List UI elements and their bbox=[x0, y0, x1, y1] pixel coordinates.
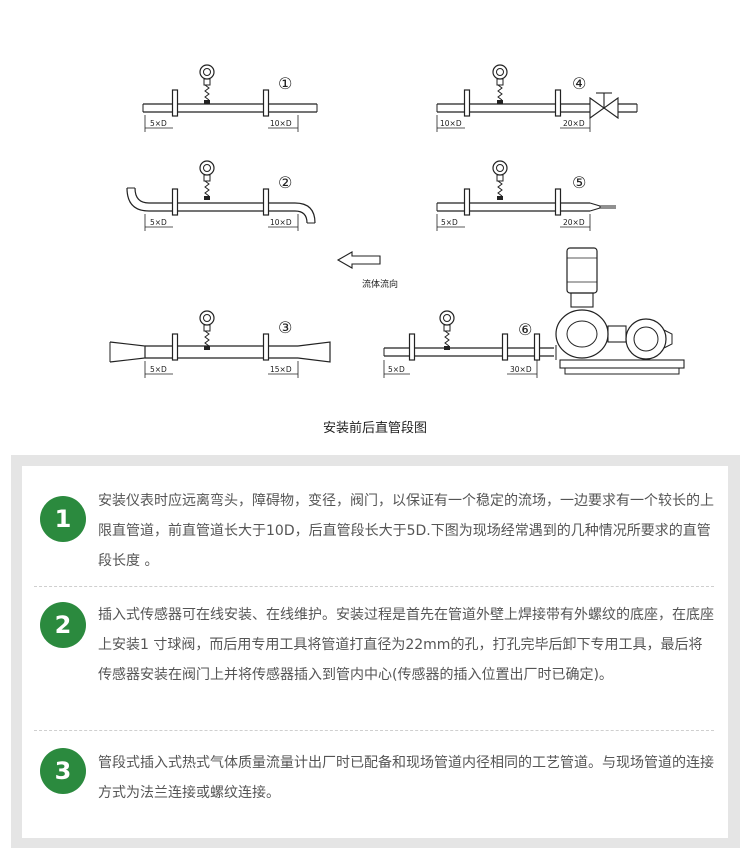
figure-1-upstream-label: 5×D bbox=[150, 119, 167, 128]
figure-3-number: ③ bbox=[278, 318, 292, 337]
figure-2-downstream-label: 10×D bbox=[270, 218, 292, 227]
note-text-2: 插入式传感器可在线安装、在线维护。安装过程是首先在管道外壁上焊接带有外螺纹的底座… bbox=[98, 607, 714, 683]
figure-6-number: ⑥ bbox=[518, 320, 532, 339]
figure-4-number: ④ bbox=[572, 74, 586, 93]
note-badge-3: 3 bbox=[40, 748, 86, 794]
figure-2-upstream-label: 5×D bbox=[150, 218, 167, 227]
straight-pipe-installation-diagram: 5×D 10×D ① 5×D 10×D ② bbox=[109, 64, 685, 378]
figure-5-downstream-label: 20×D bbox=[563, 218, 585, 227]
figure-1-downstream-label: 10×D bbox=[270, 119, 292, 128]
note-divider-2 bbox=[34, 730, 714, 731]
note-badge-1: 1 bbox=[40, 496, 86, 542]
figure-6-downstream-label: 30×D bbox=[510, 365, 532, 374]
figure-5-number: ⑤ bbox=[572, 173, 586, 192]
figure-3: 5×D 15×D ③ bbox=[109, 310, 331, 378]
figure-6: 5×D 30×D ⑥ bbox=[383, 247, 685, 378]
blower-equipment bbox=[555, 247, 685, 375]
figure-4-upstream-label: 10×D bbox=[440, 119, 462, 128]
flow-direction-arrow: 流体流向 bbox=[336, 251, 398, 290]
figure-6-upstream-label: 5×D bbox=[388, 365, 405, 374]
figure-4: 10×D 20×D ④ bbox=[436, 64, 638, 132]
notes-panel bbox=[22, 466, 728, 838]
figure-2-number: ② bbox=[278, 173, 292, 192]
note-text-3: 管段式插入式热式气体质量流量计出厂时已配备和现场管道内径相同的工艺管道。与现场管… bbox=[98, 755, 714, 801]
figure-3-downstream-label: 15×D bbox=[270, 365, 292, 374]
figure-1: 5×D 10×D ① bbox=[142, 64, 318, 132]
note-divider-1 bbox=[34, 586, 714, 587]
note-text-1: 安装仪表时应远离弯头，障碍物，变径，阀门，以保证有一个稳定的流场，一边要求有一个… bbox=[98, 493, 714, 569]
flow-direction-label: 流体流向 bbox=[362, 278, 398, 290]
diagram-caption: 安装前后直管段图 bbox=[322, 421, 427, 436]
note-badge-2: 2 bbox=[40, 602, 86, 648]
figure-1-number: ① bbox=[278, 74, 292, 93]
figure-4-downstream-label: 20×D bbox=[563, 119, 585, 128]
figure-5-upstream-label: 5×D bbox=[441, 218, 458, 227]
figure-2: 5×D 10×D ② bbox=[126, 160, 316, 231]
figure-5: 5×D 20×D ⑤ bbox=[436, 160, 616, 231]
figure-3-upstream-label: 5×D bbox=[150, 365, 167, 374]
